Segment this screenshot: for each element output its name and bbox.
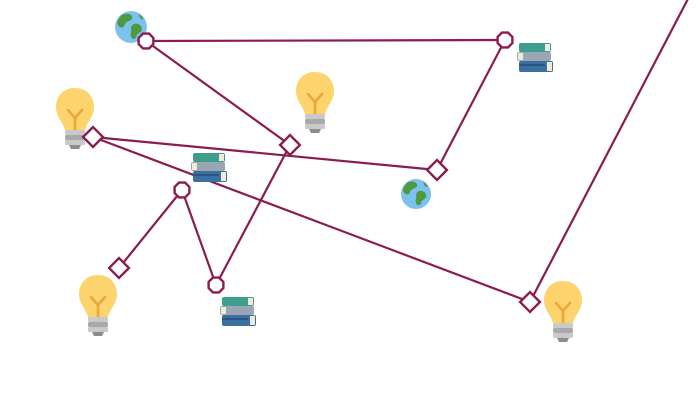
- edge-n1-n2: [144, 38, 507, 43]
- edge-n2-n5: [435, 38, 507, 172]
- diamond-node-n3[interactable]: [81, 125, 105, 149]
- edge-n1-n4: [144, 39, 292, 147]
- edges-layer: [91, 0, 689, 304]
- diamond-node-n7[interactable]: [107, 256, 131, 280]
- edge-n9-offscreen: [528, 0, 689, 304]
- nodes-layer: [81, 31, 542, 314]
- lightbulb-icon: [294, 70, 336, 134]
- globe-icon: [401, 179, 431, 209]
- edge-n6-n8: [180, 188, 218, 287]
- books-icon: [191, 153, 227, 182]
- books-icon: [220, 297, 256, 326]
- edge-n3-n5: [91, 135, 439, 172]
- edge-n3-n9: [91, 135, 532, 304]
- octagon-node-n6[interactable]: [173, 181, 191, 199]
- edge-n6-n7: [117, 188, 184, 270]
- books-icon: [517, 43, 553, 72]
- diamond-node-n9[interactable]: [518, 290, 542, 314]
- octagon-node-n2[interactable]: [496, 31, 514, 49]
- lightbulb-icon: [542, 279, 584, 343]
- diamond-node-n4[interactable]: [278, 133, 302, 157]
- edge-n4-n8: [214, 143, 292, 287]
- diamond-node-n5[interactable]: [425, 158, 449, 182]
- lightbulb-icon: [77, 273, 119, 337]
- octagon-node-n1[interactable]: [137, 32, 155, 50]
- octagon-node-n8[interactable]: [207, 276, 225, 294]
